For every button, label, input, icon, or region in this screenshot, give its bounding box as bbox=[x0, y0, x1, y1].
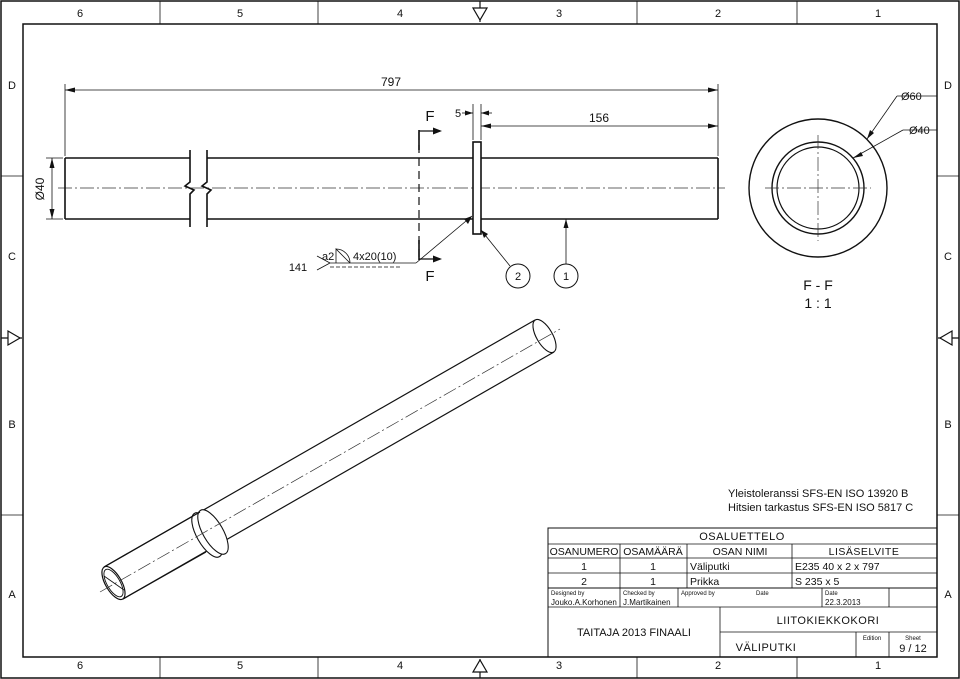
dimension-diameter: Ø40 bbox=[33, 157, 63, 220]
parts-list: OSALUETTELO OSANUMERO OSAMÄÄRÄ OSAN NIMI… bbox=[547, 527, 938, 589]
parts-row-2-notes: S 235 x 5 bbox=[795, 576, 840, 588]
drawing-date: 22.3.2013 bbox=[825, 598, 861, 607]
col-label-bottom: 2 bbox=[715, 660, 721, 672]
col-label-bottom: 1 bbox=[875, 660, 881, 672]
drawing-title: VÄLIPUTKI bbox=[736, 642, 797, 654]
section-view-title: F - F bbox=[803, 277, 833, 293]
section-view-scale: 1 : 1 bbox=[804, 295, 831, 311]
section-label-top: F bbox=[425, 108, 434, 125]
title-block: Designed by Checked by Approved by Date … bbox=[547, 587, 938, 658]
row-label-left: D bbox=[8, 80, 16, 92]
section-view: Ø60 Ø40 F - F 1 : 1 bbox=[748, 91, 937, 311]
balloon-part-2: 2 bbox=[480, 229, 531, 289]
dimension-washer-thickness: 5 bbox=[455, 104, 492, 140]
col-label-top: 1 bbox=[875, 8, 881, 20]
date-label-designed: Date bbox=[825, 591, 838, 597]
sheet-label: Sheet bbox=[905, 636, 921, 642]
dimension-washer-position: 156 bbox=[481, 111, 718, 129]
front-view: 797 Ø40 5 156 bbox=[33, 75, 725, 289]
date-label-approved: Date bbox=[756, 591, 769, 597]
parts-row-1-notes: E235 40 x 2 x 797 bbox=[795, 561, 880, 573]
parts-header-name: OSAN NIMI bbox=[713, 546, 768, 558]
row-label-right: A bbox=[944, 589, 952, 601]
parts-row-2-quantity: 1 bbox=[650, 576, 656, 588]
row-label-right: D bbox=[944, 80, 952, 92]
balloon-2-text: 2 bbox=[515, 271, 521, 283]
row-label-left: C bbox=[8, 251, 16, 263]
project-name: TAITAJA 2013 FINAALI bbox=[577, 627, 691, 639]
edition-label: Edition bbox=[863, 636, 881, 642]
parts-header-quantity: OSAMÄÄRÄ bbox=[623, 546, 683, 558]
row-label-left: A bbox=[8, 589, 16, 601]
section-label-bottom: F bbox=[425, 268, 434, 285]
break-line-right bbox=[200, 150, 213, 227]
break-line-left bbox=[183, 150, 196, 227]
section-line: F F bbox=[418, 108, 442, 285]
col-label-top: 6 bbox=[77, 8, 83, 20]
note-weld-inspection: Hitsien tarkastus SFS-EN ISO 5817 C bbox=[728, 502, 913, 514]
dim-diameter-text: Ø40 bbox=[33, 177, 47, 200]
dim-outer-text: Ø60 bbox=[901, 91, 922, 103]
col-label-top: 2 bbox=[715, 8, 721, 20]
parts-header-notes: LISÄSELVITE bbox=[829, 546, 900, 558]
col-label-bottom: 5 bbox=[237, 660, 243, 672]
col-label-bottom: 4 bbox=[397, 660, 403, 672]
parts-row-1-quantity: 1 bbox=[650, 561, 656, 573]
dimension-outer-diameter: Ø60 bbox=[866, 91, 937, 140]
zone-labels: 6 5 4 3 2 1 6 5 4 3 2 1 D C B A D C B A bbox=[8, 8, 952, 672]
dim-washer-position-text: 156 bbox=[589, 111, 609, 125]
col-label-top: 5 bbox=[237, 8, 243, 20]
checker-name: J.Martikainen bbox=[623, 598, 671, 607]
dimension-inner-diameter: Ø40 bbox=[852, 125, 937, 159]
col-label-bottom: 6 bbox=[77, 660, 83, 672]
parts-header-number: OSANUMERO bbox=[550, 546, 619, 558]
sheet-number: 9 / 12 bbox=[899, 643, 927, 655]
dim-length-text: 797 bbox=[381, 75, 401, 89]
dim-washer-thickness-text: 5 bbox=[455, 108, 461, 120]
row-label-right: B bbox=[944, 419, 951, 431]
weld-throat-text: a2 bbox=[322, 251, 334, 263]
general-notes: Yleistoleranssi SFS-EN ISO 13920 B Hitsi… bbox=[728, 488, 913, 514]
row-label-right: C bbox=[944, 251, 952, 263]
parts-row-2-name: Prikka bbox=[690, 576, 719, 588]
note-tolerance: Yleistoleranssi SFS-EN ISO 13920 B bbox=[728, 488, 908, 500]
centering-mark-right bbox=[938, 329, 959, 347]
designed-by-label: Designed by bbox=[551, 591, 584, 597]
parts-row-1-name: Väliputki bbox=[690, 561, 730, 573]
weld-symbol: 141 a2 4x20(10) bbox=[289, 215, 473, 274]
dim-inner-text: Ø40 bbox=[909, 125, 930, 137]
parts-list-title: OSALUETTELO bbox=[699, 531, 785, 543]
weld-process-text: 141 bbox=[289, 262, 307, 274]
col-label-top: 4 bbox=[397, 8, 403, 20]
dimension-length: 797 bbox=[64, 75, 719, 156]
parts-row-2-number: 2 bbox=[581, 576, 587, 588]
row-label-left: B bbox=[8, 419, 15, 431]
assembly-name: LIITOKIEKKOKORI bbox=[777, 615, 880, 627]
washer-part-2 bbox=[472, 141, 482, 235]
parts-row-1-number: 1 bbox=[581, 561, 587, 573]
isometric-view bbox=[99, 318, 561, 601]
weld-spec-text: 4x20(10) bbox=[353, 251, 396, 263]
col-label-top: 3 bbox=[556, 8, 562, 20]
balloon-part-1: 1 bbox=[553, 219, 579, 289]
col-label-bottom: 3 bbox=[556, 660, 562, 672]
checked-by-label: Checked by bbox=[623, 591, 655, 597]
centering-mark-bottom bbox=[471, 658, 489, 678]
centering-mark-left bbox=[1, 329, 22, 347]
balloon-1-text: 1 bbox=[563, 271, 569, 283]
centering-mark-top bbox=[471, 1, 489, 22]
designer-name: Jouko.A.Korhonen bbox=[551, 598, 617, 607]
approved-by-label: Approved by bbox=[681, 591, 715, 597]
